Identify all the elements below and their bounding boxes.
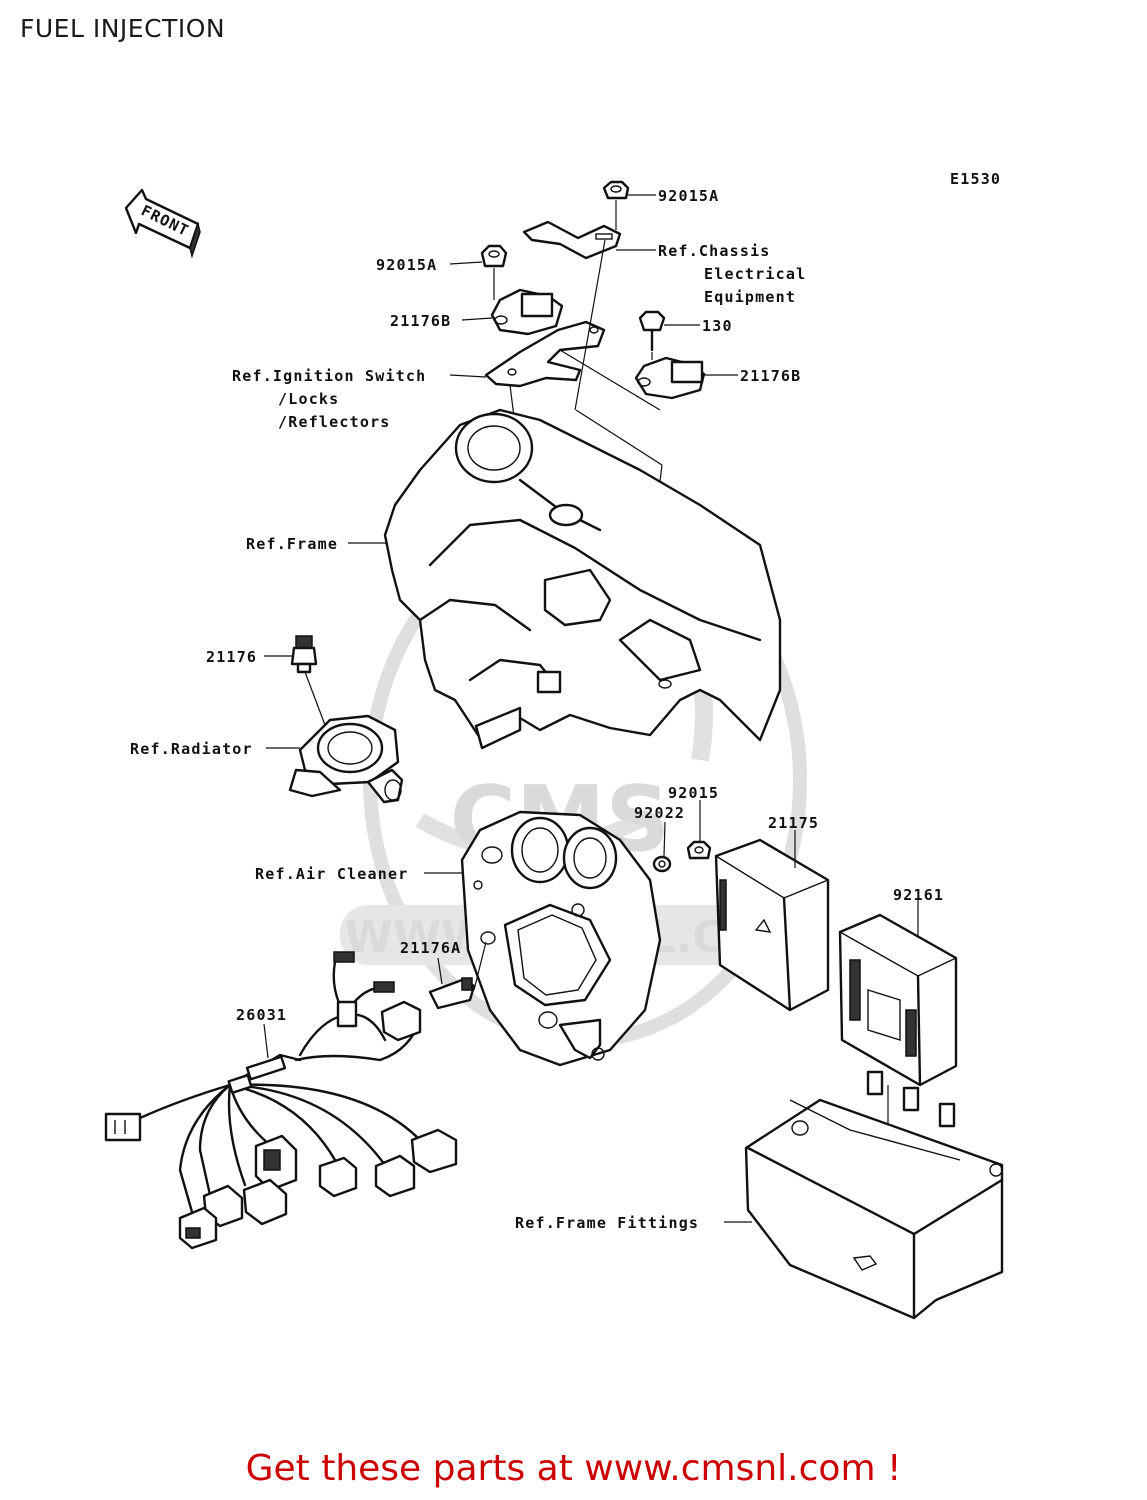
bracket-ignition-mount (484, 320, 606, 388)
callout-21176: 21176 (206, 648, 257, 666)
sensor-21176b-left (490, 288, 564, 336)
diagram-code: E1530 (950, 170, 1001, 188)
sensor-21176a (428, 977, 476, 1010)
radiator-fitting (288, 714, 404, 804)
callout-ref-ignition-switch: Ref.Ignition Switch (232, 367, 426, 385)
nut-92015a-top (602, 180, 630, 200)
footer-promo[interactable]: Get these parts at www.cmsnl.com ! (245, 1448, 902, 1489)
cover-92161 (838, 913, 958, 1087)
callout-21176b-right: 21176B (740, 367, 801, 385)
page-title: FUEL INJECTION (20, 14, 226, 43)
callout-92015a-top: 92015A (658, 187, 719, 205)
callout-ref-chassis: Ref.Chassis (658, 242, 771, 260)
air-cleaner (460, 810, 662, 1067)
front-arrow-icon: FRONT (124, 188, 201, 259)
callout-ref-frame-fittings: Ref.Frame Fittings (515, 1214, 699, 1232)
bolt-130 (638, 310, 666, 352)
nut-92015 (686, 840, 712, 860)
callout-21175: 21175 (768, 814, 819, 832)
callout-21176b-left: 21176B (390, 312, 451, 330)
callout-21176a: 21176A (400, 939, 461, 957)
callout-ref-ignition-line3: /Reflectors (278, 413, 391, 431)
wire-harness-26031 (104, 951, 458, 1250)
washer-92022 (652, 855, 672, 873)
callout-92022: 92022 (634, 804, 685, 822)
callout-ref-frame: Ref.Frame (246, 535, 338, 553)
sensor-21176 (290, 635, 318, 674)
callout-ref-ignition-line2: /Locks (278, 390, 339, 408)
callout-92015: 92015 (668, 784, 719, 802)
ecu-21175 (714, 838, 830, 1012)
bracket-chassis (522, 220, 622, 260)
callout-ref-air-cleaner: Ref.Air Cleaner (255, 865, 408, 883)
callout-92161: 92161 (893, 886, 944, 904)
callout-92015a-left: 92015A (376, 256, 437, 274)
frame (383, 408, 782, 750)
callout-130: 130 (702, 317, 733, 335)
callout-26031: 26031 (236, 1006, 287, 1024)
callout-ref-chassis-line3: Equipment (704, 288, 796, 306)
sensor-21176b-right (634, 356, 706, 400)
callout-ref-chassis-line2: Electrical (704, 265, 806, 283)
nut-92015a-left (480, 244, 508, 268)
callout-ref-radiator: Ref.Radiator (130, 740, 253, 758)
frame-fittings-tray (744, 1070, 1004, 1320)
